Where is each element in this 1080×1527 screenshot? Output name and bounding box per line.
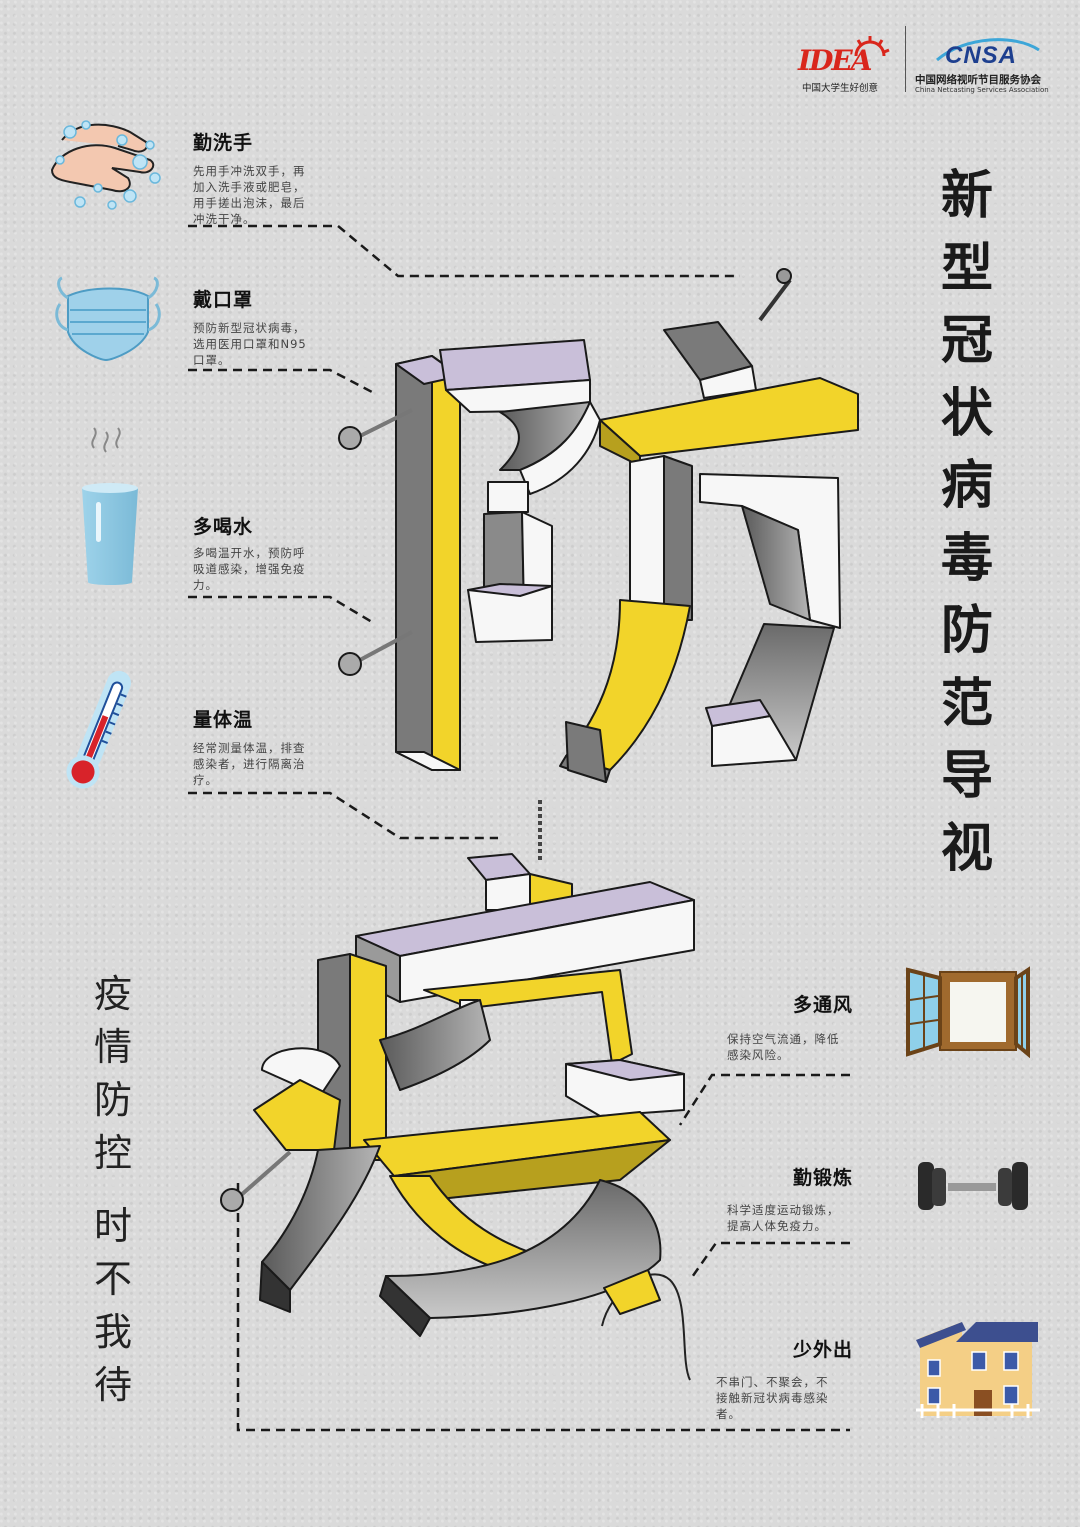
slogan-char: 不	[93, 1257, 132, 1301]
tip-desc-line: 接触新冠状病毒感染	[716, 1391, 829, 1405]
tip-desc: 经常测量体温，排查 感染者，进行隔离治 疗。	[193, 740, 306, 788]
connector-lines	[188, 224, 850, 1432]
tip-drink-water: 多喝水 多喝温开水，预防呼 吸道感染，增强免疫 力。	[193, 512, 306, 593]
tip-desc-line: 吸道感染，增强免疫	[193, 562, 306, 576]
tip-desc: 科学适度运动锻炼， 提高人体免疫力。	[727, 1202, 853, 1234]
tip-title: 勤锻炼	[792, 1167, 853, 1189]
tip-desc-line: 选用医用口罩和N95	[193, 337, 307, 351]
tip-desc-line: 感染风险。	[727, 1048, 790, 1062]
tip-desc-line: 口罩。	[193, 353, 231, 367]
title-char: 病	[940, 456, 993, 516]
tip-desc-line: 疗。	[193, 773, 218, 787]
title-char: 新	[940, 166, 993, 226]
tip-desc-line: 用手搓出泡沫，最后	[193, 196, 306, 210]
slogan-line-1: 疫 情 防 控	[85, 968, 141, 1180]
thermometer-icon	[66, 670, 131, 789]
slogan-char: 时	[93, 1204, 132, 1248]
slogan-line-2: 时 不 我 待	[85, 1200, 141, 1412]
tip-desc-line: 者。	[716, 1407, 741, 1421]
tip-wash-hands: 勤洗手 先用手冲洗双手，再 加入洗手液或肥皂， 用手搓出泡沫，最后 冲洗干净。	[193, 128, 306, 227]
title-char: 毒	[940, 528, 993, 589]
tip-title: 少外出	[792, 1339, 853, 1361]
tip-desc-line: 保持空气流通，降低	[727, 1032, 840, 1046]
tip-desc: 多喝温开水，预防呼 吸道感染，增强免疫 力。	[193, 545, 306, 593]
slogan-char: 疫	[93, 972, 132, 1016]
cnsa-name-cn: 中国网络视听节目服务协会	[915, 74, 1041, 86]
slogan-char: 情	[93, 1025, 132, 1069]
cnsa-swoosh-icon	[936, 38, 1040, 62]
cnsa-wordmark: CNSA	[945, 42, 1018, 69]
slogan-char: 防	[93, 1078, 132, 1122]
title-char: 防	[940, 601, 993, 661]
tip-desc: 预防新型冠状病毒， 选用医用口罩和N95 口罩。	[193, 320, 307, 368]
logo-divider	[905, 26, 906, 92]
face-mask-icon	[55, 276, 161, 362]
slogan-char: 我	[93, 1310, 132, 1354]
tip-wear-mask: 戴口罩 预防新型冠状病毒， 选用医用口罩和N95 口罩。	[193, 285, 307, 368]
title-char: 冠	[940, 311, 993, 371]
tip-title: 多喝水	[193, 516, 254, 538]
open-window-icon	[906, 966, 1030, 1059]
tip-take-temperature: 量体温 经常测量体温，排查 感染者，进行隔离治 疗。	[193, 705, 306, 788]
tip-desc-line: 科学适度运动锻炼，	[727, 1203, 840, 1217]
sun-icon	[854, 36, 890, 57]
tip-desc-line: 预防新型冠状病毒，	[193, 321, 306, 335]
idea-logo: IDEA 中国大学生好创意	[796, 34, 896, 94]
tip-desc-line: 力。	[193, 578, 218, 592]
tip-desc-line: 先用手冲洗双手，再	[193, 164, 306, 178]
cnsa-logo: CNSA 中国网络视听节目服务协会 China Netcasting Servi…	[915, 30, 1055, 96]
3d-character-fang-icon	[338, 268, 859, 783]
tip-desc-line: 感染者，进行隔离治	[193, 757, 306, 771]
water-cup-icon	[82, 427, 138, 585]
tip-title: 戴口罩	[193, 289, 254, 311]
tip-desc-line: 不串门、不聚会，不	[716, 1375, 829, 1389]
page-title: 新 型 冠 状 病 毒 防 范 导 视	[932, 160, 1002, 885]
dumbbell-icon	[918, 1162, 1028, 1210]
title-char: 视	[940, 818, 993, 879]
tip-desc-line: 冲洗干净。	[193, 212, 256, 226]
tip-stay-home: 少外出 不串门、不聚会，不 接触新冠状病毒感染 者。	[716, 1335, 853, 1422]
slogan-char: 控	[93, 1131, 132, 1175]
title-char: 状	[940, 383, 993, 444]
3d-character-yi-icon	[220, 800, 695, 1381]
idea-wordmark: IDEA	[798, 44, 872, 77]
tip-title: 多通风	[792, 994, 853, 1016]
title-char: 导	[940, 746, 993, 806]
idea-caption: 中国大学生好创意	[802, 83, 879, 94]
title-char: 型	[940, 238, 993, 299]
tip-exercise: 勤锻炼 科学适度运动锻炼， 提高人体免疫力。	[727, 1163, 853, 1234]
house-icon	[916, 1322, 1040, 1418]
tip-desc-line: 提高人体免疫力。	[727, 1219, 827, 1233]
tip-title: 量体温	[193, 709, 254, 731]
tip-desc: 保持空气流通，降低 感染风险。	[727, 1031, 853, 1063]
tip-desc-line: 经常测量体温，排查	[193, 741, 306, 755]
tip-desc: 不串门、不聚会，不 接触新冠状病毒感染 者。	[716, 1374, 853, 1422]
hand-washing-icon	[50, 120, 161, 210]
tip-desc: 先用手冲洗双手，再 加入洗手液或肥皂， 用手搓出泡沫，最后 冲洗干净。	[193, 163, 306, 227]
title-char: 范	[940, 673, 993, 734]
tip-ventilate: 多通风 保持空气流通，降低 感染风险。	[727, 990, 853, 1063]
tip-title: 勤洗手	[193, 132, 254, 154]
tip-desc-line: 多喝温开水，预防呼	[193, 546, 306, 560]
tip-desc-line: 加入洗手液或肥皂，	[193, 180, 306, 194]
slogan-char: 待	[93, 1363, 132, 1407]
cnsa-name-en: China Netcasting Services Association	[915, 86, 1049, 94]
